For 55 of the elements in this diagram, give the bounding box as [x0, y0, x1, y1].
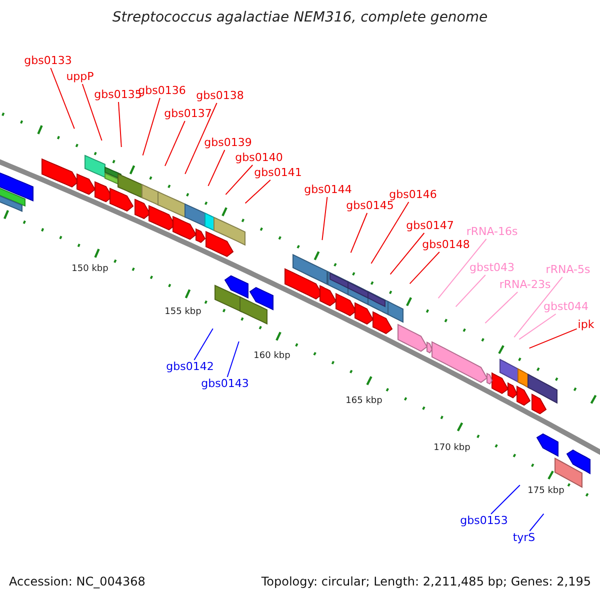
scale-label: 175 kbp	[528, 487, 564, 497]
gene-label: gbs0141	[254, 166, 302, 180]
gene-label: uppP	[66, 70, 94, 84]
leader-line	[518, 314, 556, 340]
gene-label: rRNA-16s	[466, 226, 518, 238]
leader-line	[438, 238, 487, 299]
gene-label: gbs0148	[422, 238, 470, 252]
gene-label: gbs0153	[460, 514, 508, 528]
gene-label: rRNA-5s	[546, 264, 590, 276]
leader-line	[514, 276, 563, 338]
leader-line	[82, 84, 102, 141]
leader-line	[350, 212, 368, 254]
gene-label: gbs0139	[204, 136, 252, 150]
leader-line	[164, 120, 186, 166]
leader-line	[244, 180, 271, 204]
scale-label: 165 kbp	[346, 397, 382, 407]
gene-label: rRNA-23s	[499, 278, 551, 292]
leader-line	[390, 232, 425, 275]
scale-label: 150 kbp	[72, 265, 108, 275]
gene-label: ipk	[578, 318, 594, 332]
leader-line	[528, 328, 578, 349]
leader-line	[529, 513, 544, 532]
leader-line	[225, 164, 254, 196]
gene-label: gbst043	[470, 262, 514, 274]
leader-line	[142, 98, 160, 156]
accession-text: Accession: NC_004368	[9, 575, 146, 589]
scale-label: 155 kbp	[164, 308, 202, 318]
leader-line	[409, 252, 440, 284]
leader-line	[490, 484, 520, 514]
leader-line	[184, 102, 218, 174]
leader-line	[208, 150, 226, 186]
gene-label: tyrS	[512, 532, 536, 544]
leader-line	[194, 328, 214, 360]
gene-label: gbs0147	[406, 220, 454, 232]
leader-line	[50, 68, 75, 130]
leader-line	[370, 202, 410, 264]
leader-line	[455, 274, 486, 308]
leader-line	[484, 292, 518, 324]
gene-label: gbs0138	[196, 90, 244, 102]
leader-line	[118, 102, 122, 148]
title: Streptococcus agalactiae NEM316, complete genome	[112, 10, 488, 26]
gene-label: gbs0133	[24, 54, 72, 68]
scale-label: 170 kbp	[434, 444, 470, 454]
gene-label: gbs0146	[389, 188, 437, 202]
leader-line	[322, 196, 328, 241]
genome-info-text: Topology: circular; Length: 2,211,485 bp; Genes: 2,195	[261, 575, 591, 589]
scale-label: 160 kbp	[254, 352, 290, 362]
gene-label: gbs0145	[346, 200, 394, 212]
gene-label: gbs0140	[235, 152, 283, 164]
gene-label: gbs0142	[166, 360, 214, 374]
gene-label: gbs0144	[304, 184, 352, 196]
leader-line	[226, 341, 240, 378]
gene-label: gbst044	[544, 300, 588, 314]
gene-label: gbs0143	[201, 378, 249, 390]
gene-label: gbs0137	[164, 108, 212, 120]
